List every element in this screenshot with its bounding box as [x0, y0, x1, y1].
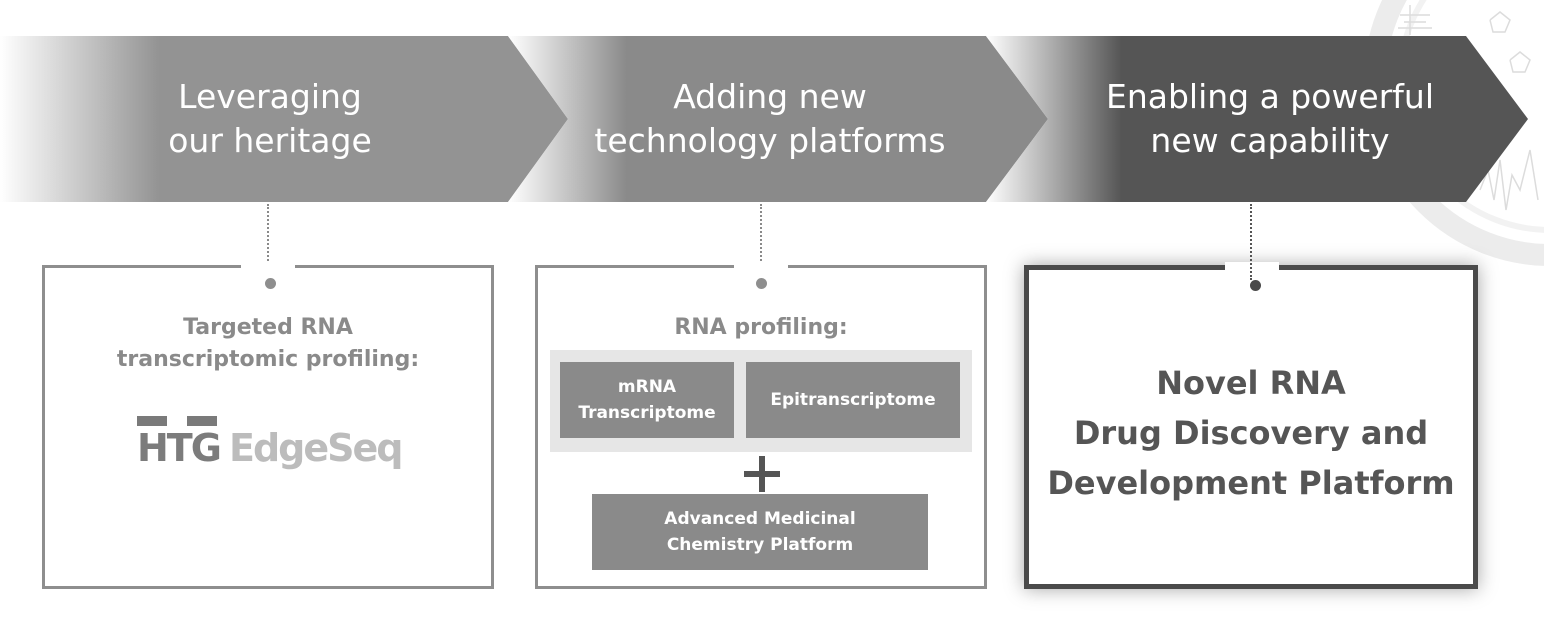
- box-line2: Transcriptome: [578, 403, 716, 423]
- card-text-line3: Development Platform: [1047, 464, 1455, 502]
- box-line1: mRNA: [617, 377, 677, 397]
- card-text-line1: Novel RNA: [1156, 364, 1346, 402]
- stage-2-card: RNA profiling: mRNA Transcriptome Epitra…: [535, 262, 987, 589]
- card-text-line2: Drug Discovery and: [1073, 414, 1429, 452]
- logo-edgeseq-text: EdgeSeq: [229, 426, 403, 470]
- stage-1-label-line1: Leveraging: [178, 77, 362, 116]
- connector-dot-icon: [756, 278, 767, 289]
- plus-icon: [744, 456, 780, 492]
- stage-2-label-line2: technology platforms: [594, 121, 946, 160]
- epitranscriptome-box: Epitranscriptome: [746, 362, 960, 438]
- stage-2-card-title: RNA profiling:: [674, 315, 848, 340]
- card-gap: [734, 262, 788, 272]
- box-line2: Chemistry Platform: [666, 535, 854, 555]
- stage-1-arrow-label: Leveraging our heritage: [80, 36, 460, 202]
- connector-dot-icon: [1250, 280, 1261, 291]
- stage-1-label-line2: our heritage: [168, 121, 372, 160]
- stage-3-arrow: [986, 36, 1528, 202]
- box-line1: Epitranscriptome: [770, 390, 936, 410]
- stage-3-label-line1: Enabling a powerful: [1105, 77, 1435, 116]
- stage-3-arrow-label: Enabling a powerful new capability: [1070, 36, 1470, 202]
- card-title-line2: transcriptomic profiling:: [116, 347, 420, 372]
- stage-2-arrow-label: Adding new technology platforms: [570, 36, 970, 202]
- logo-bar-icon: [187, 416, 217, 426]
- stage-2-arrow: [508, 36, 1048, 202]
- htg-edgeseq-logo: HTG EdgeSeq: [137, 416, 407, 478]
- card-title-line1: Targeted RNA: [183, 315, 353, 340]
- logo-bar-icon: [137, 416, 167, 426]
- stage-1-card: Targeted RNA transcriptomic profiling: H…: [42, 262, 494, 589]
- connector-dot-icon: [265, 278, 276, 289]
- mrna-transcriptome-box: mRNA Transcriptome: [560, 362, 734, 438]
- rna-profiling-panel: mRNA Transcriptome Epitranscriptome: [550, 350, 972, 452]
- stage-2-label-line1: Adding new: [673, 77, 867, 116]
- stage-3-card: Novel RNA Drug Discovery and Development…: [1024, 262, 1478, 589]
- stage-1-arrow: [0, 36, 568, 202]
- logo-htg-text: HTG: [137, 426, 222, 470]
- stage-3-label-line2: new capability: [1150, 121, 1390, 160]
- card-gap: [241, 262, 295, 272]
- box-line1: Advanced Medicinal: [664, 509, 856, 529]
- medicinal-chemistry-box: Advanced Medicinal Chemistry Platform: [592, 494, 928, 570]
- stage-3-connector: [1250, 204, 1252, 280]
- stage-1-connector: [267, 204, 269, 280]
- card-gap: [1225, 262, 1279, 272]
- stage-2-connector: [760, 204, 762, 280]
- stage-3-card-text: Novel RNA Drug Discovery and Development…: [1029, 358, 1473, 508]
- stage-1-card-title: Targeted RNA transcriptomic profiling:: [45, 312, 491, 376]
